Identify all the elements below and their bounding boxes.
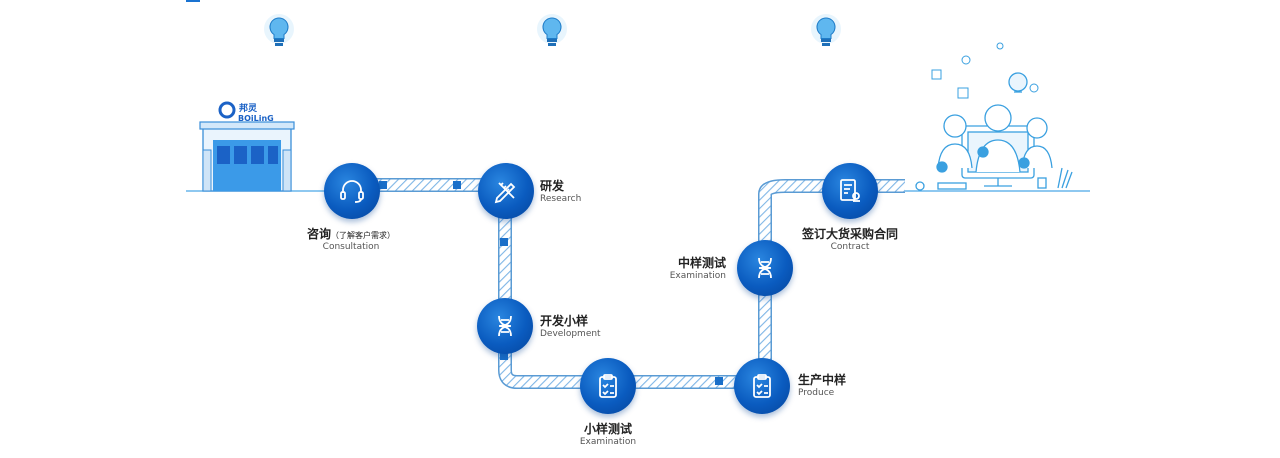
step-research-cn: 研发: [540, 179, 565, 193]
step-contract-cn: 签订大货采购合同: [801, 227, 898, 241]
step-consultation-note: （了解客户需求）: [331, 231, 395, 240]
lightbulb-icon: [264, 14, 294, 46]
path-markers: [379, 181, 723, 385]
step-development-en: Development: [540, 328, 601, 339]
step-mid-test-label: 中样测试 Examination: [646, 256, 726, 281]
step-produce-en: Produce: [798, 387, 835, 398]
step-consultation-label: 咨询（了解客户需求） Consultation: [296, 227, 406, 252]
clipboard-check-icon: [753, 374, 771, 398]
top-accent-mark: [186, 0, 200, 2]
step-research-label: 研发 Research: [540, 179, 582, 204]
contract-icon: [840, 179, 860, 202]
step-development-cn: 开发小样: [540, 314, 589, 328]
company-building: 邦灵 BOiLinG: [199, 101, 295, 192]
lightbulb-icon: [537, 14, 567, 46]
step-development-node[interactable]: [477, 298, 533, 354]
step-development-label: 开发小样 Development: [540, 314, 601, 339]
step-mid-test-node[interactable]: [737, 240, 793, 296]
clipboard-check-icon: [599, 374, 617, 398]
step-mid-test-cn: 中样测试: [677, 256, 726, 270]
step-sample-test-label: 小样测试 Examination: [563, 422, 653, 447]
step-produce-cn: 生产中样: [798, 373, 847, 387]
step-contract-label: 签订大货采购合同 Contract: [790, 227, 910, 252]
pencil-ruler-icon: [494, 182, 516, 204]
headset-icon: [340, 180, 364, 203]
process-path: [352, 178, 905, 389]
step-contract-node[interactable]: [822, 163, 878, 219]
dna-icon: [498, 315, 512, 337]
step-produce-label: 生产中样 Produce: [798, 373, 847, 398]
step-contract-en: Contract: [830, 241, 870, 252]
dna-icon: [758, 257, 772, 279]
step-consultation-cn: 咨询: [306, 227, 331, 241]
step-sample-test-cn: 小样测试: [583, 422, 632, 436]
step-sample-test-node[interactable]: [580, 358, 636, 414]
logo-cn: 邦灵: [239, 102, 258, 114]
logo-en: BOiLinG: [238, 114, 274, 123]
step-sample-test-en: Examination: [579, 436, 637, 447]
step-mid-test-en: Examination: [669, 270, 726, 281]
customer-illustration: [915, 42, 1073, 191]
step-consultation-en: Consultation: [322, 241, 380, 252]
step-research-node[interactable]: [478, 163, 534, 219]
lightbulb-icon: [811, 14, 841, 46]
step-produce-node[interactable]: [734, 358, 790, 414]
step-consultation-node[interactable]: [324, 163, 380, 219]
step-research-en: Research: [540, 193, 582, 204]
